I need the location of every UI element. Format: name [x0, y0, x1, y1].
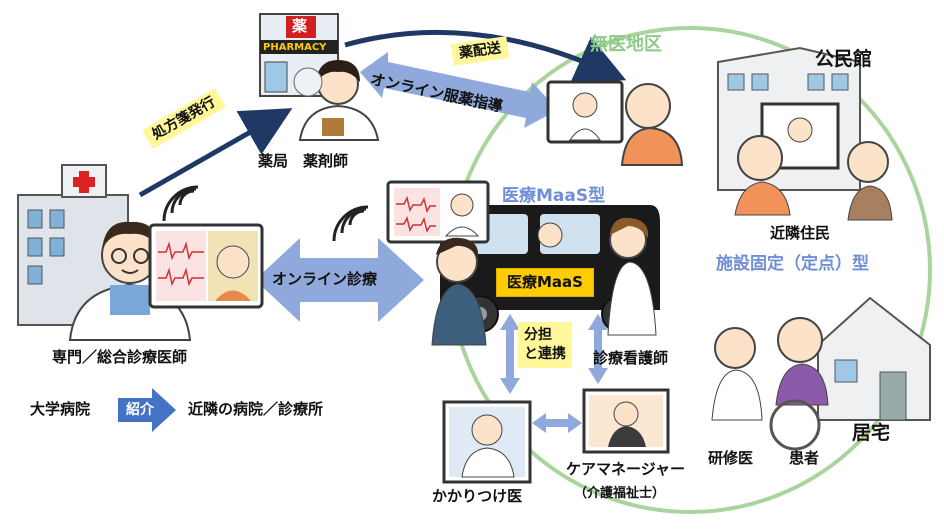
home-illustration [817, 296, 931, 421]
share-collab-label: 分担 と連携 [518, 322, 572, 368]
share-collab-line1: 分担 [524, 327, 552, 343]
family-doctor-label: かかりつけ医 [432, 487, 523, 505]
care-manager-label: ケアマネージャー [566, 460, 685, 478]
care-manager-illustration [582, 388, 670, 454]
van-tablet-ecg [386, 180, 490, 244]
patient-label: 患者 [789, 449, 820, 467]
pharmacy-sign-kanji: 薬 [292, 17, 308, 35]
visiting-nurse-label: 診療看護師 [593, 349, 669, 367]
specialist-label: 専門／総合診療医師 [52, 348, 188, 366]
online-consultation-label: オンライン診療 [272, 270, 378, 288]
community-center-illustration [717, 46, 893, 221]
doctor-caremanager-arrow [532, 413, 582, 433]
pharmacy-sign-text: PHARMACY [263, 42, 327, 53]
community-center-label: 公民館 [815, 48, 873, 70]
resident-patient-illustration [711, 317, 829, 451]
neighbors-label: 近隣住民 [770, 224, 831, 242]
pharmacist-illustration [293, 60, 380, 141]
family-doctor-illustration [442, 400, 532, 484]
nearby-hospitals-label: 近隣の病院／診療所 [188, 400, 324, 418]
medical-maas-type-label: 医療MaaS型 [502, 186, 606, 206]
referral-arrow [118, 388, 176, 432]
university-hospital-label: 大学病院 [30, 400, 91, 418]
nurse-illustration [607, 217, 657, 336]
share-collab-line2: と連携 [524, 345, 566, 362]
maas-sign: 医療MaaS [496, 268, 594, 297]
prescription-arrow [138, 108, 293, 198]
wifi-icon [332, 205, 369, 242]
home-label: 居宅 [852, 422, 891, 444]
online-consultation-arrow [255, 238, 424, 322]
wifi-icon [162, 185, 199, 222]
referral-label: 紹介 [126, 402, 154, 418]
collab-arrow-right [588, 314, 608, 384]
delivery-arrow [344, 29, 627, 83]
care-worker-label: （介護福祉士） [574, 486, 666, 501]
collab-arrow-left [500, 314, 520, 394]
nurse-illustration [431, 237, 487, 346]
patient-home-illustration [546, 80, 684, 166]
facility-type-label: 施設固定（定点）型 [716, 254, 869, 274]
resident-doctor-label: 研修医 [708, 449, 754, 467]
pharmacy-pharmacist-label: 薬局 薬剤師 [258, 152, 349, 170]
medication-guidance-arrow [360, 52, 558, 128]
tablet-screen-ecg [148, 223, 264, 309]
no-doctor-area-label: 無医地区 [590, 34, 662, 55]
